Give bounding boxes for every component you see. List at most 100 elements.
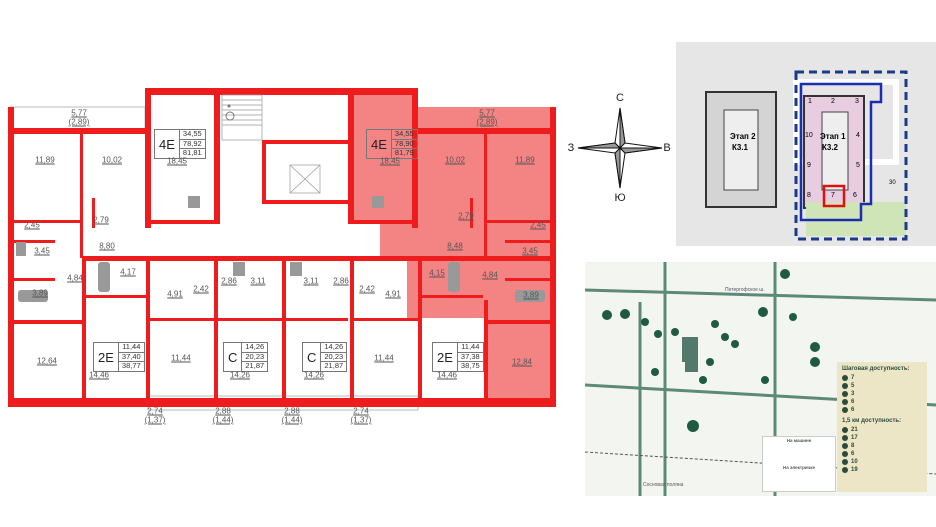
legend-row: 17	[837, 434, 927, 442]
room-area: 2,42	[359, 284, 375, 294]
sport-club-icon	[842, 459, 848, 465]
room-area: 10,02	[444, 155, 466, 165]
room-area: 14,46	[436, 370, 458, 380]
compass-rose-icon	[577, 107, 663, 189]
compass-east: В	[663, 142, 671, 154]
section-number: 1	[808, 98, 812, 105]
medical-icon	[842, 467, 848, 473]
sport-icon	[842, 391, 848, 397]
shop-icon	[842, 375, 848, 381]
legend-row: 19	[837, 466, 927, 474]
section-number: 8	[807, 192, 811, 199]
pickup-point-icon	[842, 383, 848, 389]
room-area: 4,91	[385, 289, 401, 299]
balcony-area: 2,88	[284, 406, 300, 416]
legend-row: 6	[837, 450, 927, 458]
station-label: Сосновая поляна	[643, 482, 684, 488]
site-plan: Этап 2 К3.1 Этап 1 К3.2 1 2 3 4 5 6 7 8 …	[676, 42, 936, 246]
legend-row: 8	[837, 442, 927, 450]
club-icon	[842, 443, 848, 449]
room-area: 2,45	[24, 220, 40, 230]
stage2-label: Этап 2	[730, 132, 756, 141]
room-area: 12,84	[511, 357, 533, 367]
room-area: 11,44	[374, 353, 394, 363]
room-area: 18,45	[166, 156, 188, 166]
section-number: 2	[831, 98, 835, 105]
room-area: 2,79	[458, 211, 474, 221]
room-area: 3,11	[250, 276, 266, 286]
balcony-area-reduced: (1,37)	[350, 415, 372, 425]
balcony-area: 2,88	[215, 406, 231, 416]
room-area: 4,17	[120, 267, 136, 277]
section-number-selected[interactable]: 7	[831, 192, 835, 199]
room-area: (2,89)	[476, 117, 498, 127]
room-area: 12,64	[36, 356, 58, 366]
legend-row: 5	[837, 382, 927, 390]
kindergarten-icon	[842, 427, 848, 433]
room-area: 11,44	[171, 353, 191, 363]
room-area: 4,84	[482, 270, 498, 280]
room-area: (2,89)	[68, 117, 90, 127]
section-number: 4	[856, 132, 860, 139]
section-number: 9	[807, 162, 811, 169]
balcony-area-reduced: (1,37)	[144, 415, 166, 425]
room-area: 2,42	[193, 284, 209, 294]
section-number: 10	[805, 132, 813, 139]
balcony-area-reduced: (1,44)	[212, 415, 234, 425]
highlighted-apartment	[350, 88, 556, 405]
stage1-label: Этап 1	[820, 132, 846, 141]
room-area: 2,86	[221, 276, 237, 286]
legend-row: 3	[837, 390, 927, 398]
room-area: 5,77	[71, 108, 87, 118]
room-area: 14,26	[303, 370, 325, 380]
school-icon	[842, 435, 848, 441]
radius-title: 1,5 км доступность:	[842, 418, 902, 424]
room-area: 11,89	[35, 155, 55, 165]
room-area: 8,80	[99, 241, 115, 251]
room-area: 2,45	[530, 220, 546, 230]
room-area: 8,48	[447, 241, 463, 251]
compass-south: Ю	[614, 192, 626, 204]
room-area: 5,77	[479, 108, 495, 118]
balcony-area-reduced: (1,44)	[281, 415, 303, 425]
section-number: 5	[856, 162, 860, 169]
legend-row: 6	[837, 398, 927, 406]
map-legend: Шаговая доступность: 7 5 3 6 6 1,5 км до…	[837, 362, 927, 492]
room-area: 11,89	[515, 155, 535, 165]
bank-icon	[842, 399, 848, 405]
road-label: Петергофское ш.	[725, 287, 765, 293]
compass-north: С	[616, 92, 624, 104]
room-area: 4,91	[167, 289, 183, 299]
room-area: 4,84	[67, 273, 83, 283]
legend-row: 6	[837, 406, 927, 414]
stage2-building: К3.1	[732, 143, 749, 152]
room-area: 3,45	[522, 246, 538, 256]
room-area: 14,46	[88, 370, 110, 380]
section-number: 3	[855, 98, 859, 105]
room-area: 4,15	[429, 268, 445, 278]
room-area: 3,89	[32, 288, 48, 298]
balcony-area: 2,74	[353, 406, 369, 416]
floor-plan-walls	[8, 88, 556, 411]
walking-title: Шаговая доступность:	[842, 366, 910, 372]
legend-row: 10	[837, 458, 927, 466]
room-area: 14,26	[229, 370, 251, 380]
room-area: 10,02	[101, 155, 123, 165]
room-area: 2,79	[93, 215, 109, 225]
car-title: На машине	[786, 438, 812, 443]
stage1-building: К3.2	[822, 143, 839, 152]
balcony-area: 2,74	[147, 406, 163, 416]
university-icon	[842, 451, 848, 457]
legend-row: 7	[837, 374, 927, 382]
legend-row: 21	[837, 426, 927, 434]
room-area: 2,86	[333, 276, 349, 286]
section-number: 6	[853, 192, 857, 199]
selected-section-marker	[822, 184, 846, 208]
